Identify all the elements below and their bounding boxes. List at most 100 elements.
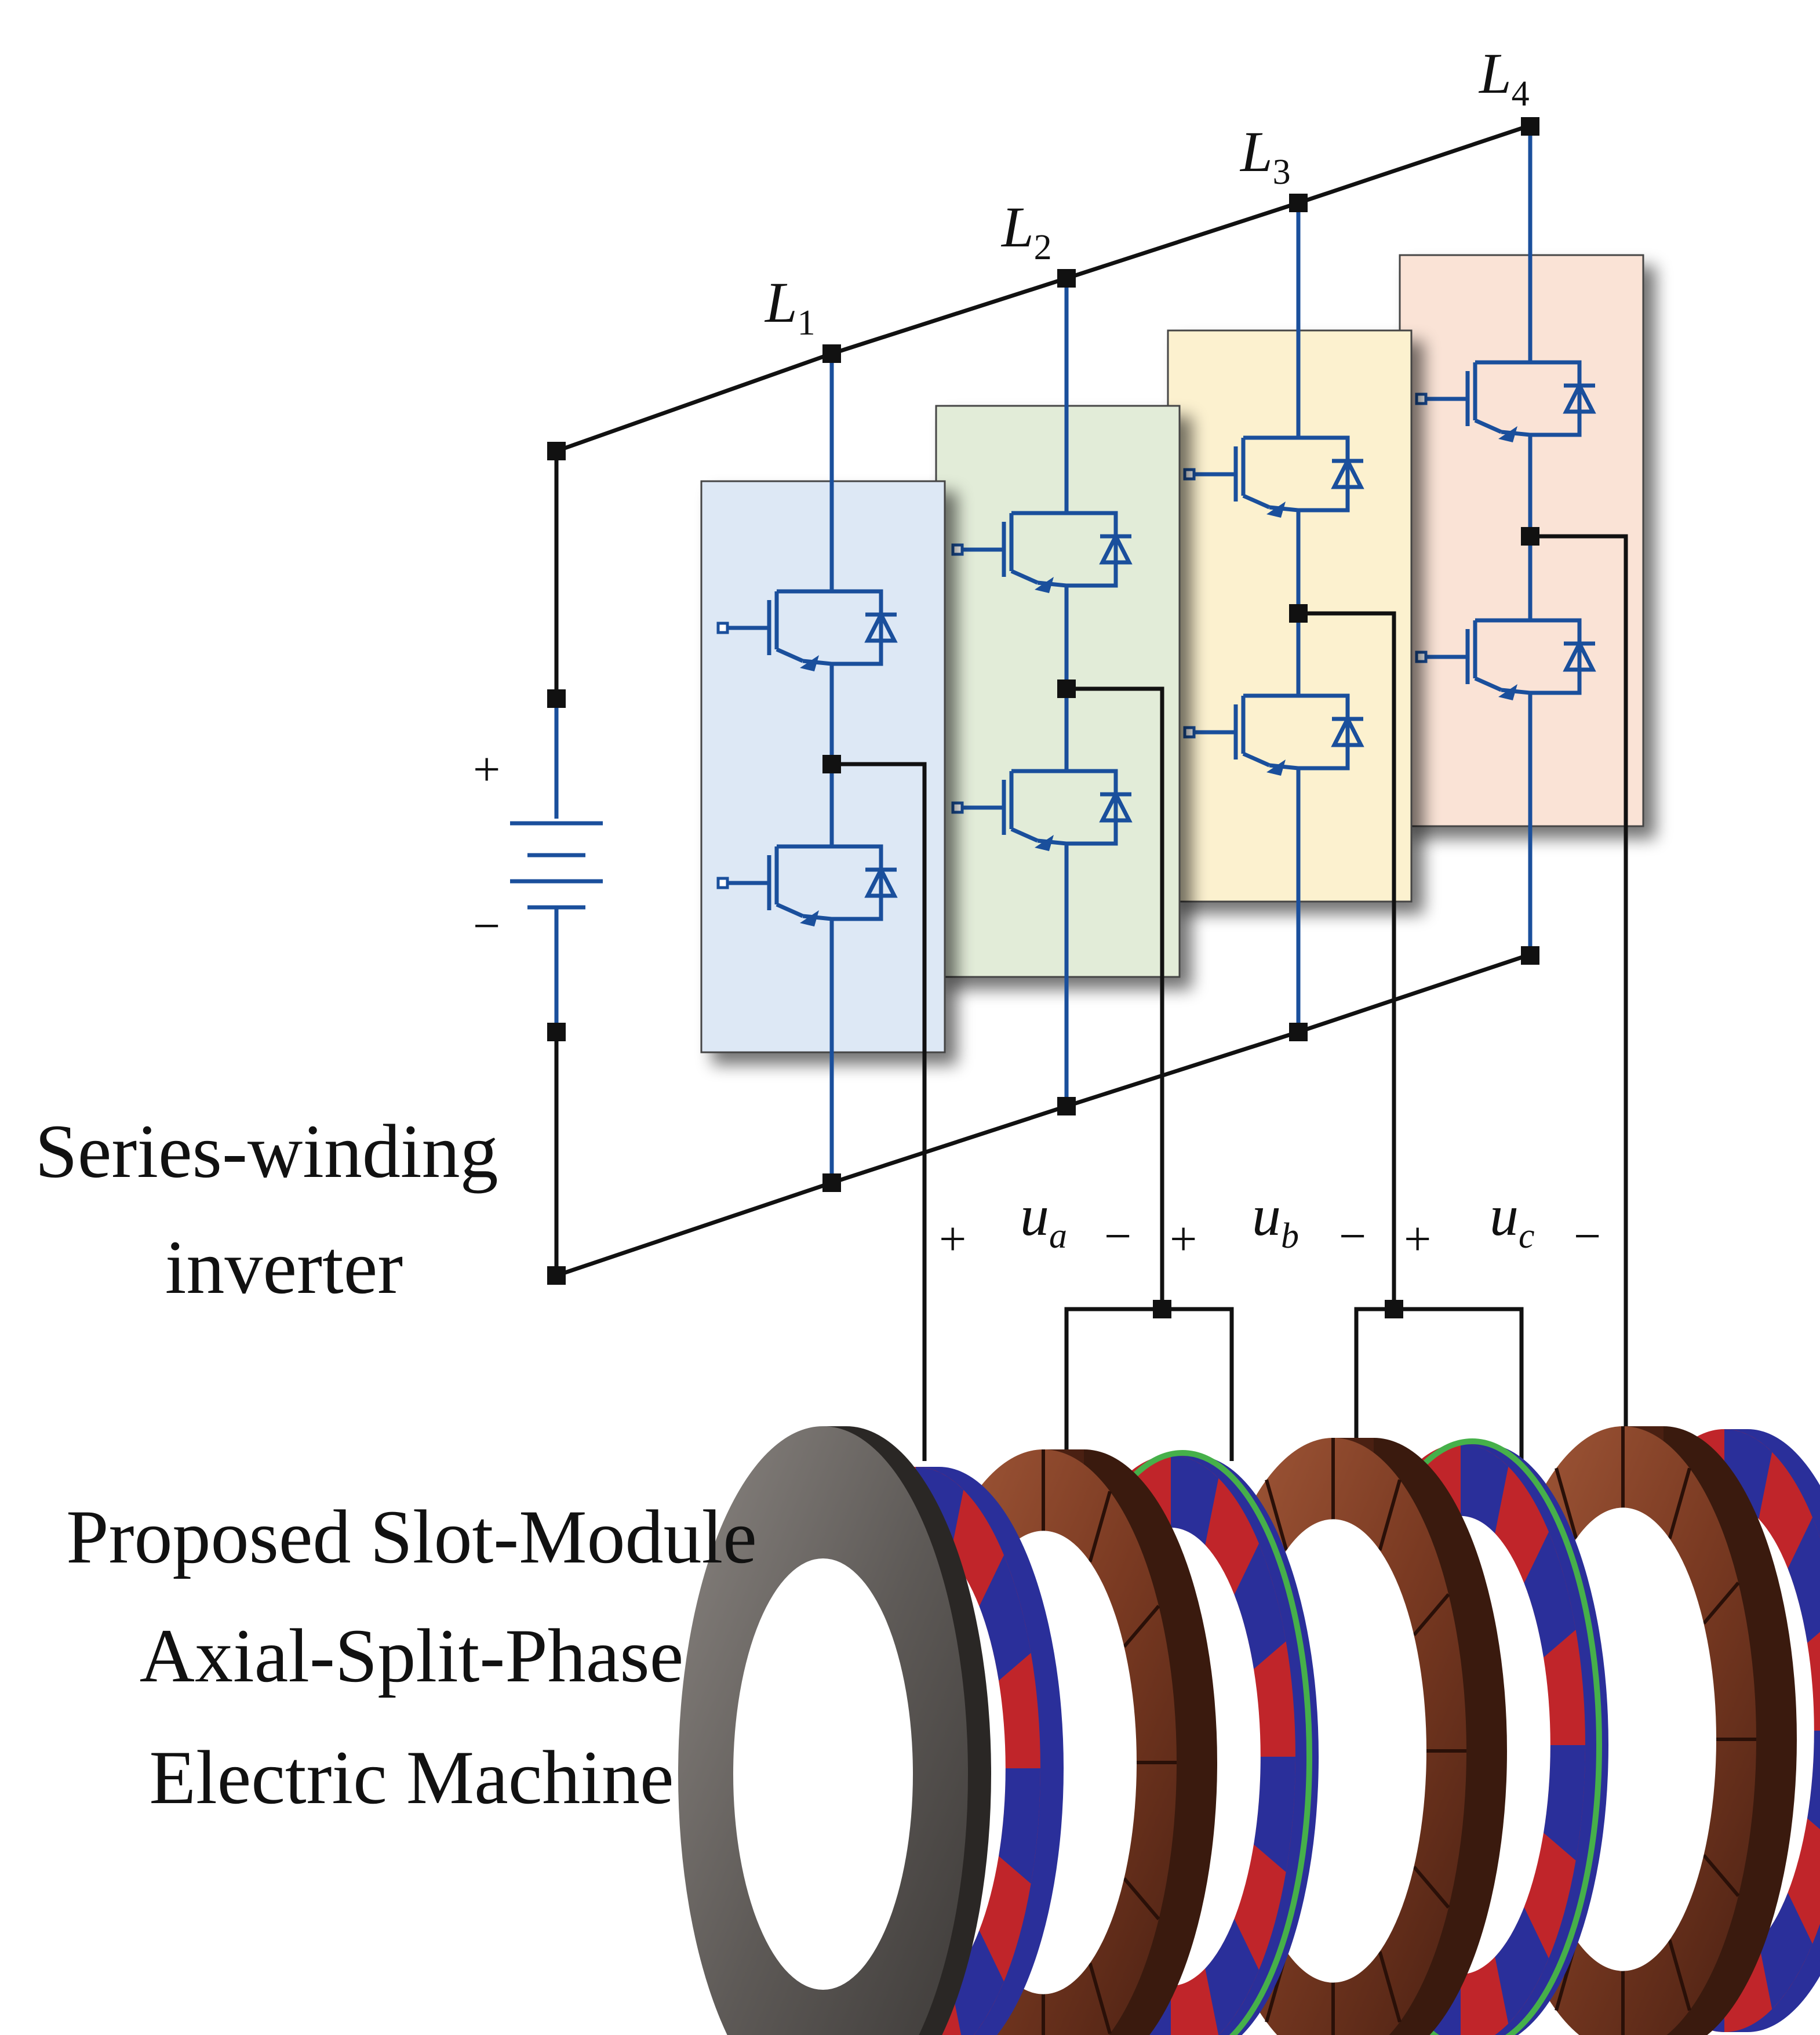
neutral-node-2 [1385, 1300, 1403, 1318]
junction-node [1057, 269, 1076, 288]
machine-caption-line3: Electric Machine [149, 1735, 674, 1820]
svg-text:L3: L3 [1239, 119, 1291, 192]
magnet-segment [1788, 1517, 1820, 1643]
coil-divider [1088, 1963, 1112, 2034]
ub-plus-sign: + [1170, 1212, 1197, 1266]
coil-divider [1123, 1877, 1160, 1920]
coil-divider [1378, 1951, 1402, 2023]
upper-igbt [716, 577, 898, 675]
magnet-segment [950, 1930, 1004, 2035]
bus-label-l1: L1 [764, 270, 816, 343]
phase-c-output-wire [1298, 611, 1396, 1309]
emitter-arrow [1498, 426, 1517, 442]
junction-node [1289, 194, 1308, 212]
emitter-arrow [1266, 502, 1286, 518]
svg-text:L4: L4 [1478, 41, 1530, 114]
junction-node [547, 1023, 566, 1041]
phase-a-output-wire [832, 762, 927, 1461]
coil-divider [1413, 1865, 1450, 1909]
diode-symbol [864, 865, 898, 898]
coil-divider [1668, 1939, 1691, 2011]
magnet-segment [1171, 1455, 1219, 1545]
gate-terminal [1183, 468, 1196, 481]
upper-igbt [951, 499, 1133, 597]
ub-minus-sign: − [1339, 1209, 1366, 1263]
junction-node [822, 1173, 841, 1192]
inverter-caption-line1: Series-winding [35, 1109, 498, 1194]
emitter-arrow [800, 655, 819, 671]
diode-symbol [1099, 790, 1133, 823]
machine-caption-line2: Axial-Split-Phase [140, 1613, 684, 1698]
svg-text:L2: L2 [1000, 195, 1052, 267]
lower-igbt [716, 832, 898, 931]
magnet-segment [1495, 1907, 1549, 2024]
gate-terminal [1183, 726, 1196, 739]
bus-label-l4: L4 [1478, 41, 1530, 114]
inverter-legs [700, 126, 1644, 1180]
upper-igbt [1415, 348, 1596, 446]
slot-module-machine [678, 1426, 1820, 2035]
inverter-leg-1 [700, 354, 946, 1180]
magnet-segment [1205, 1918, 1260, 2035]
coil-divider [1555, 1467, 1578, 1539]
upper-igbt [1183, 423, 1364, 522]
junction-node [1289, 1023, 1308, 1041]
battery-symbol [510, 821, 603, 910]
svg-text:ua: ua [1020, 1183, 1067, 1256]
gate-terminal [951, 801, 964, 814]
magnet-segment [1461, 1444, 1509, 1533]
bus-label-l2: L2 [1000, 195, 1052, 267]
inverter-leg-4 [1399, 126, 1644, 954]
gate-terminal [716, 877, 729, 889]
svg-text:ub: ub [1252, 1183, 1299, 1256]
diode-symbol [1331, 714, 1364, 747]
uc-plus-sign: + [1404, 1212, 1431, 1266]
emitter-arrow [1035, 835, 1054, 851]
bus-label-l3: L3 [1239, 119, 1291, 192]
emitter-arrow [1266, 760, 1286, 776]
phase-voltage-ub: ub [1252, 1183, 1299, 1256]
coil-divider [1413, 1593, 1450, 1637]
emitter-arrow [1035, 577, 1054, 593]
junction-node [1057, 1097, 1076, 1115]
ua-plus-sign: + [939, 1212, 966, 1266]
coil-divider [1265, 1479, 1288, 1551]
end-iron-ring [678, 1426, 991, 2035]
lower-igbt [951, 757, 1133, 855]
inverter-caption-line2: inverter [165, 1224, 403, 1310]
phase-c-return-wire [1530, 534, 1628, 1461]
emitter-arrow [1498, 684, 1517, 700]
magnet-segment [1524, 1532, 1576, 1658]
diode-symbol [1563, 381, 1596, 414]
gate-terminal [1415, 651, 1428, 663]
coil-divider [1123, 1605, 1160, 1648]
ua-minus-sign: − [1104, 1209, 1131, 1263]
phase-voltage-ua: ua [1020, 1183, 1067, 1256]
gate-terminal [716, 622, 729, 634]
uc-minus-sign: − [1574, 1209, 1601, 1263]
magnet-segment [1759, 1892, 1813, 2009]
neutral-bracket-1 [1064, 1307, 1234, 1461]
junction-node [547, 1266, 566, 1285]
ring-bore [733, 1558, 913, 1990]
lower-igbt [1415, 606, 1596, 704]
coil-divider [1378, 1479, 1402, 1551]
magnet-segment [1234, 1543, 1286, 1669]
neutral-bracket-2 [1354, 1307, 1524, 1461]
machine-caption-line1: Proposed Slot-Module [66, 1494, 757, 1579]
magnet-segment [1254, 1757, 1295, 1872]
junction-node [1521, 117, 1539, 136]
diode-symbol [1563, 639, 1596, 672]
magnet-segment [999, 1768, 1040, 1884]
coil-divider [1088, 1491, 1112, 1562]
battery-minus-sign: − [473, 899, 500, 953]
coil-divider [1702, 1854, 1740, 1897]
lower-igbt [1183, 681, 1364, 780]
diode-symbol [1331, 456, 1364, 489]
magnet-segment [1544, 1745, 1585, 1860]
phase-voltage-uc: uc [1490, 1183, 1535, 1256]
magnet-segment [979, 1555, 1031, 1681]
svg-text:L1: L1 [764, 270, 816, 343]
